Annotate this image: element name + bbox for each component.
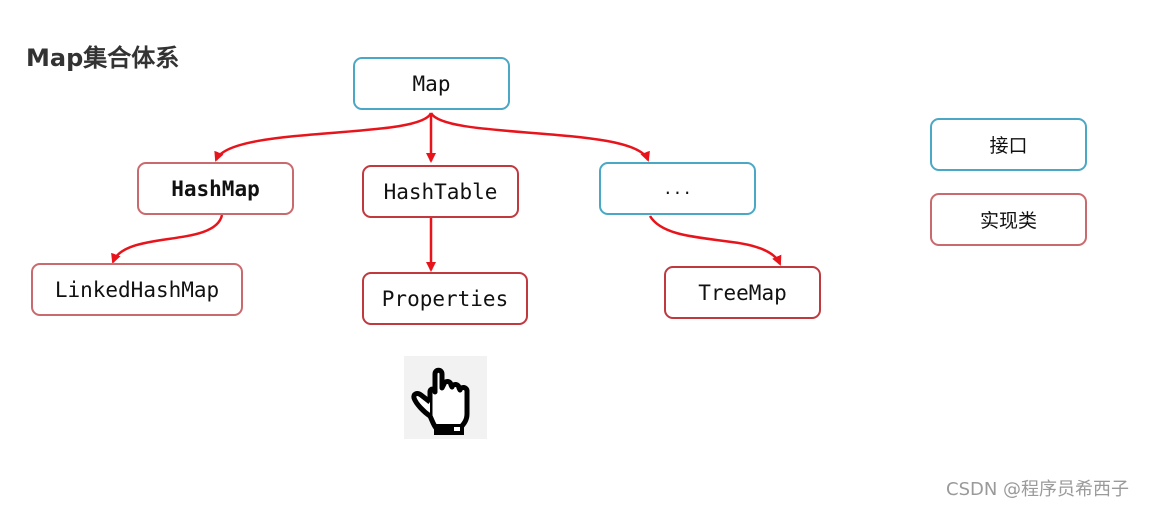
node-treemap: TreeMap — [664, 266, 821, 319]
legend-implementation: 实现类 — [930, 193, 1087, 246]
node-linkedhashmap: LinkedHashMap — [31, 263, 243, 316]
legend-interface-label: 接口 — [989, 135, 1028, 157]
node-hashmap-label: HashMap — [171, 176, 260, 201]
watermark: CSDN @程序员希西子 — [946, 479, 1130, 500]
edge-map-ellipsis — [429, 112, 650, 162]
node-map-label: Map — [412, 71, 451, 96]
node-treemap-label: TreeMap — [698, 280, 787, 305]
node-hashmap: HashMap — [137, 162, 294, 215]
legend-interface: 接口 — [930, 118, 1087, 171]
legend-implementation-label: 实现类 — [979, 210, 1037, 232]
node-properties-label: Properties — [381, 286, 509, 311]
node-hashtable: HashTable — [362, 165, 519, 218]
node-hashtable-label: HashTable — [383, 179, 498, 204]
diagram-title: Map集合体系 — [26, 44, 180, 72]
edge-ellipsis-treemap — [648, 215, 782, 266]
node-properties: Properties — [362, 272, 528, 325]
node-linkedhashmap-label: LinkedHashMap — [54, 277, 220, 302]
pointing-hand-icon — [404, 356, 487, 439]
node-ellipsis: ... — [599, 162, 756, 215]
edge-hashmap-linkedhashmap — [111, 214, 224, 264]
edge-map-hashmap — [214, 112, 433, 162]
node-ellipsis-label: ... — [663, 179, 692, 198]
node-map: Map — [353, 57, 510, 110]
